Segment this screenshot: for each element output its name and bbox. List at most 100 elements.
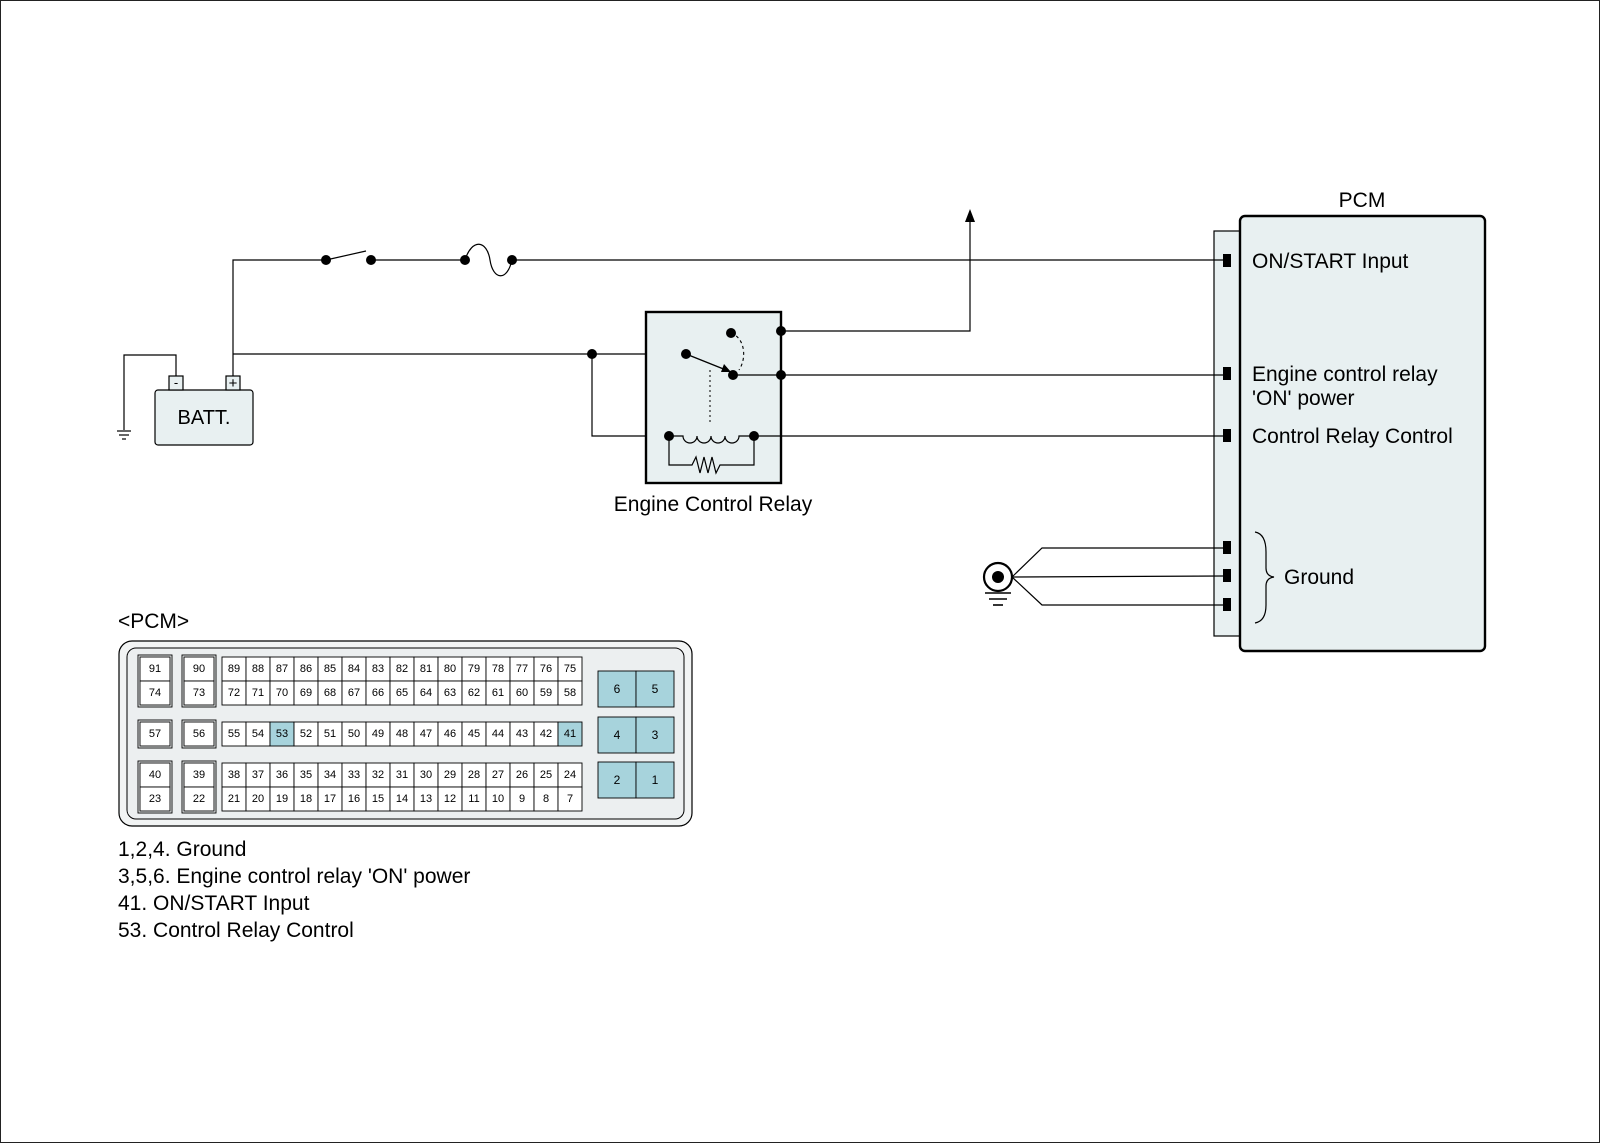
power-pin-cell-2 [597, 761, 637, 799]
pin-cell-87 [269, 656, 295, 682]
pin-cell-13 [413, 786, 439, 812]
pin-label-38: 38 [228, 769, 240, 781]
pin-cell-83 [365, 656, 391, 682]
pin-label-50: 50 [348, 728, 360, 740]
pin-cell-68 [317, 680, 343, 706]
pin-cell-14 [389, 786, 415, 812]
ignition-switch-blade [325, 250, 367, 261]
pin-label-89: 89 [228, 663, 240, 675]
pcm-terminal-on-start [1223, 254, 1231, 267]
battery-to-switch-wire [232, 259, 326, 376]
pin-label-67: 67 [348, 687, 360, 699]
pin-cell-55 [221, 721, 247, 747]
pin-group-outline [181, 719, 217, 749]
pin-label-73: 73 [193, 687, 205, 699]
pin-group-outline [137, 760, 173, 814]
pin-cell-51 [317, 721, 343, 747]
power-pin-cell-4 [597, 716, 637, 754]
battery-body [154, 389, 254, 446]
pin-cell-60 [509, 680, 535, 706]
pin-cell-79 [461, 656, 487, 682]
relay-switch-arrow-icon [721, 364, 731, 372]
pcm-label-ground: Ground [1284, 566, 1354, 589]
power-pin-cell-5 [635, 670, 675, 708]
pin-cell-34 [317, 762, 343, 788]
power-pin-label-1: 1 [652, 773, 659, 787]
pin-label-60: 60 [516, 687, 528, 699]
relay-label: Engine Control Relay [614, 493, 813, 516]
pin-label-30: 30 [420, 769, 432, 781]
pin-label-75: 75 [564, 663, 576, 675]
pin-label-46: 46 [444, 728, 456, 740]
pin-group-outline [181, 760, 217, 814]
power-pin-cell-6 [597, 670, 637, 708]
pin-cell-7 [557, 786, 583, 812]
coil-feed-wire [591, 354, 669, 437]
pin-label-71: 71 [252, 687, 264, 699]
pin-label-77: 77 [516, 663, 528, 675]
pin-label-57: 57 [149, 728, 161, 740]
power-pin-label-2: 2 [614, 773, 621, 787]
pin-label-36: 36 [276, 769, 288, 781]
pin-label-51: 51 [324, 728, 336, 740]
pin-label-20: 20 [252, 793, 264, 805]
pin-label-52: 52 [300, 728, 312, 740]
pin-label-85: 85 [324, 663, 336, 675]
pin-cell-22 [183, 786, 215, 812]
pcm-terminal-relay-control [1223, 429, 1231, 442]
pin-label-13: 13 [420, 793, 432, 805]
pin-label-9: 9 [519, 793, 525, 805]
pin-label-35: 35 [300, 769, 312, 781]
pin-label-87: 87 [276, 663, 288, 675]
pin-cell-57 [139, 721, 171, 747]
legend-item-on-start: 41. ON/START Input [118, 892, 310, 915]
pin-label-70: 70 [276, 687, 288, 699]
pin-cell-80 [437, 656, 463, 682]
pin-label-11: 11 [468, 793, 479, 805]
pin-label-49: 49 [372, 728, 384, 740]
pin-label-31: 31 [396, 769, 408, 781]
battery-pos-label: + [229, 375, 238, 392]
pin-group-outline [137, 719, 173, 749]
pin-cell-71 [245, 680, 271, 706]
legend-item-ecr-power: 3,5,6. Engine control relay 'ON' power [118, 865, 471, 888]
pin-label-18: 18 [300, 793, 312, 805]
battery-neg-wire [123, 354, 177, 430]
ignition-line [232, 243, 1223, 376]
battery-neg-label: - [174, 375, 178, 390]
pin-label-74: 74 [149, 687, 161, 699]
pin-cell-73 [183, 680, 215, 706]
pin-label-78: 78 [492, 663, 504, 675]
pin-label-80: 80 [444, 663, 456, 675]
pin-cell-21 [221, 786, 247, 812]
pin-label-62: 62 [468, 687, 480, 699]
pin-label-58: 58 [564, 687, 576, 699]
pin-cell-43 [509, 721, 535, 747]
pin-label-83: 83 [372, 663, 384, 675]
pin-label-37: 37 [252, 769, 264, 781]
pcm-label-relay-control: Control Relay Control [1252, 425, 1453, 448]
pin-cell-84 [341, 656, 367, 682]
pin-cell-61 [485, 680, 511, 706]
relay-box [644, 310, 783, 485]
pin-label-43: 43 [516, 728, 528, 740]
pin-label-68: 68 [324, 687, 336, 699]
pin-cell-41 [557, 721, 583, 747]
pin-cell-91 [139, 656, 171, 682]
pin-cell-49 [365, 721, 391, 747]
pin-label-8: 8 [543, 793, 549, 805]
pin-label-45: 45 [468, 728, 480, 740]
pin-cell-16 [341, 786, 367, 812]
pin-cell-11 [461, 786, 487, 812]
pcm-terminal-ground-1 [1223, 541, 1231, 554]
pin-label-61: 61 [492, 687, 504, 699]
pin-label-34: 34 [324, 769, 336, 781]
pin-label-84: 84 [348, 663, 360, 675]
pin-cell-26 [509, 762, 535, 788]
pin-cell-65 [389, 680, 415, 706]
pin-cell-90 [183, 656, 215, 682]
pin-label-44: 44 [492, 728, 504, 740]
pin-label-12: 12 [444, 793, 456, 805]
battery-label: BATT. [178, 407, 231, 429]
